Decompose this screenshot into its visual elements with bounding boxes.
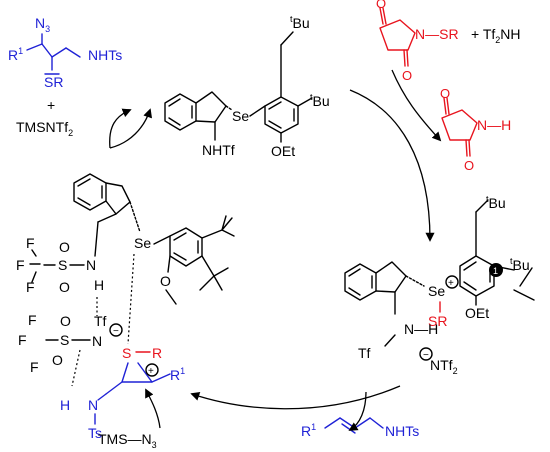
substrate-nhts: NHTs — [385, 423, 419, 439]
int-anion: NTf2 — [430, 357, 458, 376]
succinimide-byproduct: O O N—H — [440, 86, 511, 173]
product-plus: + — [47, 97, 55, 113]
ts-se: Se — [134, 235, 151, 251]
catalyst-nhtf: NHTf — [202, 142, 235, 158]
int-se: Se — [428, 283, 445, 299]
catalyst-se: Se — [232, 108, 249, 124]
product-azide: N3 — [35, 15, 50, 34]
ts-f1: F — [26, 235, 35, 251]
ts-cf3-1: F — [16, 257, 25, 273]
ts-ts: Ts — [88, 425, 102, 441]
nts-acid: + Tf2NH — [471, 26, 521, 45]
ts-f3: F — [18, 332, 27, 348]
seleniranium-intermediate: Se + SR N—H Tf − NTf2 tBu tBu OEt 1 — [344, 194, 535, 376]
ts-f4: F — [28, 312, 37, 328]
product-nhts: NHTs — [88, 47, 122, 63]
ts-s3: S — [60, 332, 69, 348]
catalyst-oet: OEt — [271, 143, 295, 159]
ts-h2: H — [60, 397, 70, 413]
ts-s1: S — [58, 257, 67, 273]
catalyst-tbu2: tBu — [310, 92, 330, 109]
ts-tf: Tf — [94, 313, 107, 329]
int-marker: 1 — [493, 266, 498, 276]
cycle-arrows — [109, 69, 442, 431]
substrate-r1: R1 — [301, 422, 316, 439]
int-nh: N—H — [404, 321, 438, 337]
transition-state: N S O O F F F H Se O Tf N − S — [16, 173, 235, 450]
int-neg: − — [423, 350, 429, 361]
int-tbu2: tBu — [510, 256, 530, 273]
ts-n2: N — [92, 333, 102, 349]
ts-n3: N — [88, 397, 98, 413]
ts-r: R — [152, 345, 162, 361]
ts-o1b: O — [59, 279, 70, 295]
product-r1: R1 — [8, 46, 23, 63]
ts-f5: F — [30, 359, 39, 375]
ts-n2-neg: − — [113, 326, 119, 337]
ts-o: O — [160, 273, 171, 289]
ts-f2: F — [26, 279, 35, 295]
catalyst-structure: Se NHTf tBu tBu OEt — [164, 14, 330, 159]
allyl-substrate: R1 NHTs — [301, 417, 419, 439]
ts-o1a: O — [59, 239, 70, 255]
int-oet: OEt — [465, 305, 489, 321]
ts-o3b: O — [52, 352, 63, 368]
catalyst-tbu1: tBu — [290, 14, 310, 31]
succ-o1: O — [440, 86, 450, 101]
ts-tms: TMS—N3 — [98, 431, 157, 450]
ts-o3a: O — [60, 313, 71, 329]
int-sr: SR — [428, 313, 447, 329]
ts-n1: N — [86, 257, 96, 273]
ts-r1: R1 — [170, 366, 185, 383]
succ-nh: N—H — [477, 117, 511, 133]
ts-plus: + — [148, 366, 154, 377]
nts-o1: O — [376, 0, 386, 11]
nts-n-sr: N—SR — [415, 26, 459, 42]
ts-s2: S — [122, 345, 131, 361]
ts-h1: H — [94, 277, 104, 293]
product-sr: SR — [44, 74, 63, 90]
int-tbu1: tBu — [486, 194, 506, 211]
succ-o2: O — [464, 158, 474, 173]
nts-o2: O — [402, 68, 412, 83]
int-tf: Tf — [358, 345, 371, 361]
product-structure: N3 R1 SR NHTs + TMSNTf2 — [8, 15, 122, 138]
n-thiosuccinimide: O O N—SR + Tf2NH — [376, 0, 521, 83]
int-se-plus: + — [448, 278, 454, 289]
product-byproduct: TMSNTf2 — [16, 119, 73, 138]
